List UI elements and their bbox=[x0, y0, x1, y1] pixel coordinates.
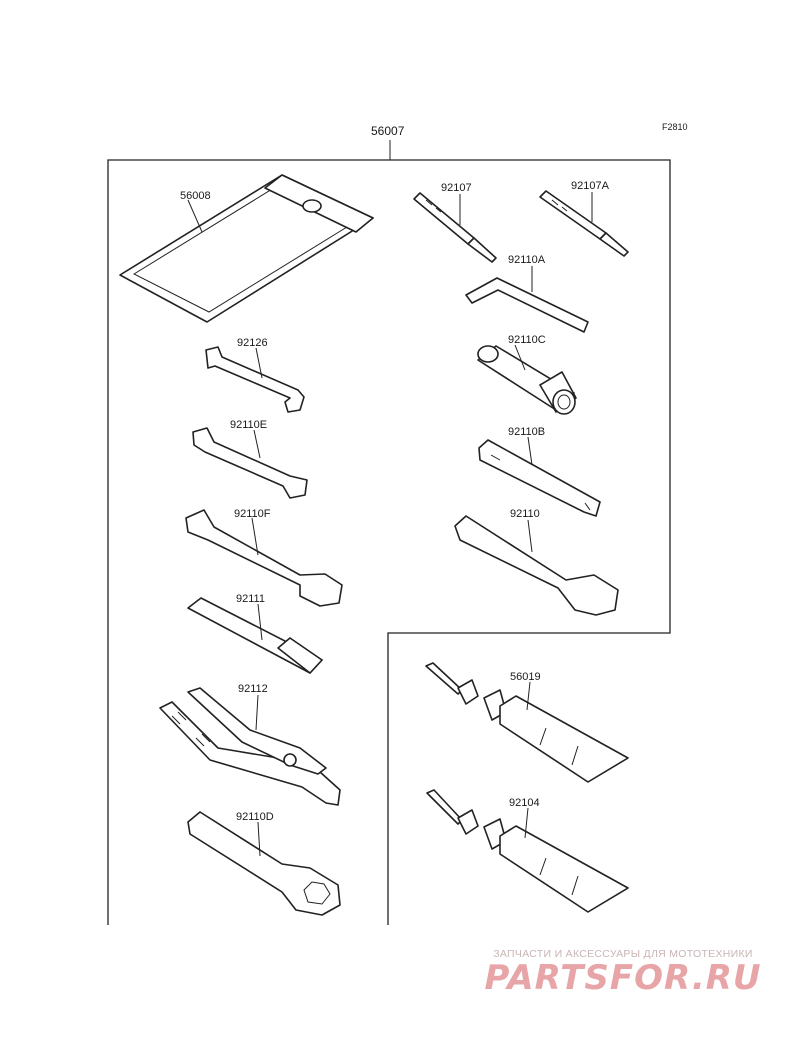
part-spanner-e[interactable]: 92110E bbox=[192, 419, 308, 499]
label-spanner-8x10: 92126 bbox=[237, 337, 268, 349]
part-ring-wrench[interactable]: 92110D bbox=[187, 811, 341, 916]
part-spanner-8x10[interactable]: 92126 bbox=[205, 337, 305, 413]
part-pliers[interactable]: 92112 bbox=[159, 683, 341, 806]
label-extension-bar: 92111 bbox=[236, 593, 265, 605]
label-ring-wrench: 92110D bbox=[236, 811, 274, 823]
part-spoke-wrench[interactable]: 92110B bbox=[478, 426, 601, 517]
part-socket[interactable]: 92110C bbox=[477, 334, 577, 415]
part-screwdriver[interactable]: 92107 bbox=[413, 182, 497, 263]
part-hex-key[interactable]: 92110A bbox=[465, 254, 589, 333]
label-spoke-wrench: 92110B bbox=[508, 426, 545, 438]
assembly-frame: 56007 bbox=[107, 124, 671, 925]
part-bond-tube[interactable]: 92104 bbox=[426, 789, 629, 913]
label-spanner-f: 92110F bbox=[234, 508, 271, 520]
label-axle-wrench: 92110 bbox=[510, 508, 540, 520]
label-hex-key: 92110A bbox=[508, 254, 546, 266]
part-case[interactable]: 56008 bbox=[119, 174, 374, 323]
label-spanner-e: 92110E bbox=[230, 419, 267, 431]
figure-code: F2810 bbox=[662, 122, 688, 132]
watermark: ЗАПЧАСТИ И АКСЕССУАРЫ ДЛЯ МОТОТЕХНИКИ PA… bbox=[468, 948, 778, 998]
watermark-caption: ЗАПЧАСТИ И АКСЕССУАРЫ ДЛЯ МОТОТЕХНИКИ bbox=[493, 948, 753, 960]
label-grease-tube: 56019 bbox=[510, 671, 541, 683]
part-axle-wrench[interactable]: 92110 bbox=[454, 508, 619, 616]
part-grease-tube[interactable]: 56019 bbox=[425, 662, 629, 783]
watermark-logo: PARTSFOR.RU bbox=[484, 958, 762, 998]
label-socket: 92110C bbox=[508, 334, 546, 346]
part-spanner-f[interactable]: 92110F bbox=[185, 508, 343, 607]
part-extension-bar[interactable]: 92111 bbox=[187, 593, 323, 674]
label-screwdriver-a: 92107A bbox=[571, 180, 610, 192]
assembly-label: 56007 bbox=[371, 124, 405, 138]
label-case: 56008 bbox=[180, 190, 211, 202]
label-bond-tube: 92104 bbox=[509, 797, 540, 809]
label-screwdriver: 92107 bbox=[441, 182, 472, 194]
part-screwdriver-a[interactable]: 92107A bbox=[539, 180, 629, 257]
label-pliers: 92112 bbox=[238, 683, 268, 695]
